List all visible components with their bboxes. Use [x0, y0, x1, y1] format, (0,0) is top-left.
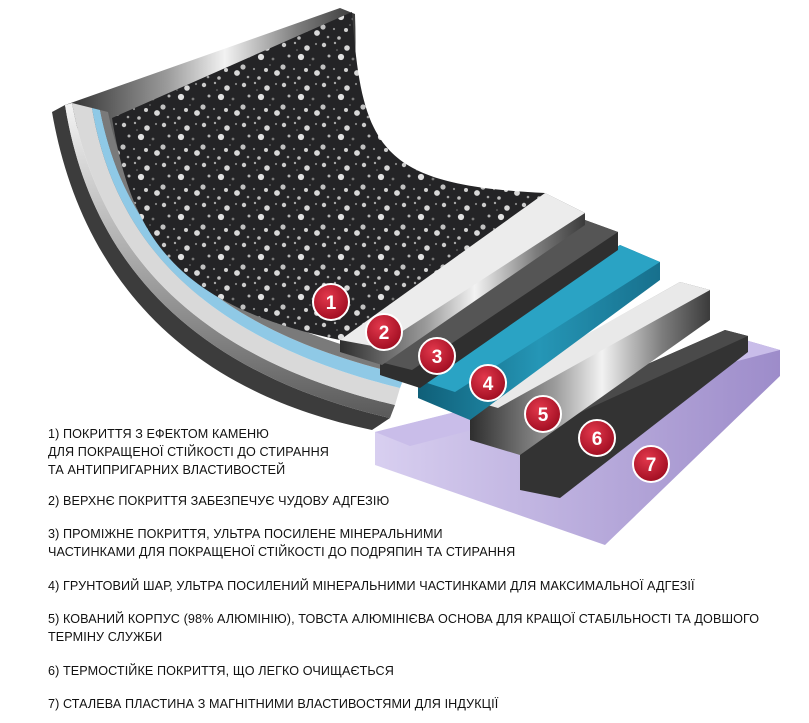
svg-text:5: 5 — [538, 405, 549, 426]
legend-item-2: 2) ВЕРХНЄ ПОКРИТТЯ ЗАБЕЗПЕЧУЄ ЧУДОВУ АДГ… — [48, 492, 389, 510]
badge-3: 3 — [418, 337, 456, 375]
legend-line: 6) ТЕРМОСТІЙКЕ ПОКРИТТЯ, ЩО ЛЕГКО ОЧИЩАЄ… — [48, 664, 394, 678]
badge-4: 4 — [469, 364, 507, 402]
legend-line: 3) ПРОМІЖНЕ ПОКРИТТЯ, УЛЬТРА ПОСИЛЕНЕ МІ… — [48, 527, 443, 541]
badge-5: 5 — [524, 395, 562, 433]
layer-2-top-coat — [340, 193, 585, 365]
legend-item-4: 4) ГРУНТОВИЙ ШАР, УЛЬТРА ПОСИЛЕНИЙ МІНЕР… — [48, 577, 695, 595]
svg-text:6: 6 — [592, 429, 603, 450]
legend-item-5: 5) КОВАНИЙ КОРПУС (98% АЛЮМІНІЮ), ТОВСТА… — [48, 610, 759, 646]
badge-7: 7 — [632, 445, 670, 483]
legend-item-7: 7) СТАЛЕВА ПЛАСТИНА З МАГНІТНИМИ ВЛАСТИВ… — [48, 695, 498, 713]
legend-line: 2) ВЕРХНЄ ПОКРИТТЯ ЗАБЕЗПЕЧУЄ ЧУДОВУ АДГ… — [48, 494, 390, 508]
badge-6: 6 — [578, 419, 616, 457]
svg-text:7: 7 — [646, 455, 657, 476]
legend-item-3: 3) ПРОМІЖНЕ ПОКРИТТЯ, УЛЬТРА ПОСИЛЕНЕ МІ… — [48, 525, 515, 561]
badge-1: 1 — [312, 283, 350, 321]
svg-text:2: 2 — [379, 323, 390, 344]
legend-line: 7) СТАЛЕВА ПЛАСТИНА З МАГНІТНИМИ ВЛАСТИВ… — [48, 697, 499, 711]
layer-number-badges: 1 2 3 4 5 6 7 — [312, 283, 670, 483]
legend-item-1: 1) ПОКРИТТЯ З ЕФЕКТОМ КАМЕНЮ ДЛЯ ПОКРАЩЕ… — [48, 425, 329, 479]
layer-1-stone-coating — [112, 12, 545, 340]
svg-text:4: 4 — [483, 374, 494, 395]
legend-line: ТЕРМІНУ СЛУЖБИ — [48, 630, 163, 644]
svg-text:3: 3 — [432, 347, 443, 368]
legend-line: 1) ПОКРИТТЯ З ЕФЕКТОМ КАМЕНЮ — [48, 427, 270, 441]
badge-2: 2 — [365, 313, 403, 351]
svg-text:1: 1 — [326, 293, 337, 314]
legend-line: 5) КОВАНИЙ КОРПУС (98% АЛЮМІНІЮ), ТОВСТА… — [48, 612, 760, 626]
legend-line: ТА АНТИПРИГАРНИХ ВЛАСТИВОСТЕЙ — [48, 463, 286, 477]
legend-item-6: 6) ТЕРМОСТІЙКЕ ПОКРИТТЯ, ЩО ЛЕГКО ОЧИЩАЄ… — [48, 662, 394, 680]
legend-line: 4) ГРУНТОВИЙ ШАР, УЛЬТРА ПОСИЛЕНИЙ МІНЕР… — [48, 579, 695, 593]
legend-line: ДЛЯ ПОКРАЩЕНОЇ СТІЙКОСТІ ДО СТИРАННЯ — [48, 445, 329, 459]
legend-line: ЧАСТИНКАМИ ДЛЯ ПОКРАЩЕНОЇ СТІЙКОСТІ ДО П… — [48, 545, 516, 559]
